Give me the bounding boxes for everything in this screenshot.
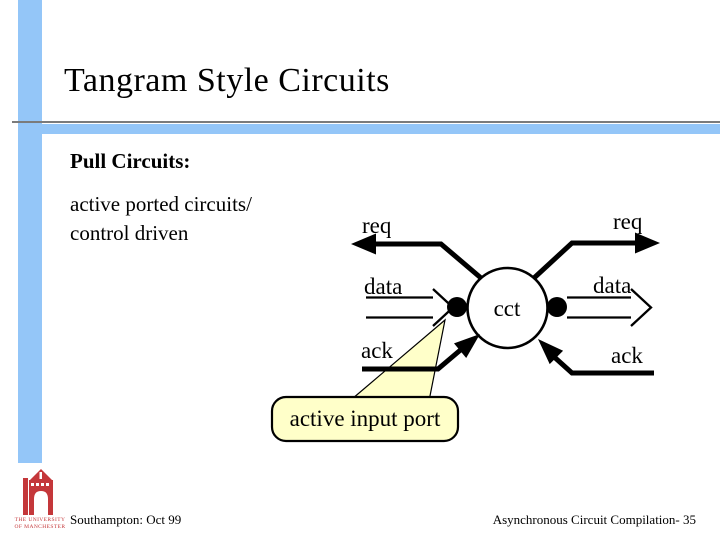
university-logo-icon [23,469,53,515]
slide-title: Tangram Style Circuits [64,62,390,99]
callout-label: active input port [290,406,441,431]
right-data-label: data [593,273,631,298]
body-text-line-2: control driven [70,221,189,245]
footer-venue-date: Southampton: Oct 99 [70,512,182,527]
right-req-arrow [532,240,642,280]
right-port-dot [547,297,567,317]
left-req-label: req [362,213,392,238]
left-req-arrow [372,241,483,280]
right-req-label: req [613,209,643,234]
section-heading: Pull Circuits: [70,149,191,173]
left-ack-arrowhead [454,334,480,358]
left-port-dot [447,297,467,317]
right-req-arrowhead [635,232,660,254]
left-data-label: data [364,274,402,299]
body-text-line-1: active ported circuits/ [70,192,252,216]
logo-caption-line-2: OF MANCHESTER [14,524,66,530]
left-req-arrowhead [351,233,376,255]
cct-label: cct [494,296,521,321]
left-ack-label: ack [361,338,393,363]
right-data-arrowhead [630,288,653,327]
logo-caption: THE UNIVERSITY OF MANCHESTER [10,517,70,531]
left-ack-arrow [362,345,466,372]
right-ack-label: ack [611,343,643,368]
footer-slide-reference: Asynchronous Circuit Compilation- 35 [492,512,696,527]
right-ack-arrowhead [538,339,564,365]
divider-line [12,121,720,123]
callout-box [270,395,460,443]
logo-caption-line-1: THE UNIVERSITY [14,517,66,523]
accent-bar [18,0,42,463]
right-ack-arrow [550,353,654,376]
accent-band [18,124,720,134]
